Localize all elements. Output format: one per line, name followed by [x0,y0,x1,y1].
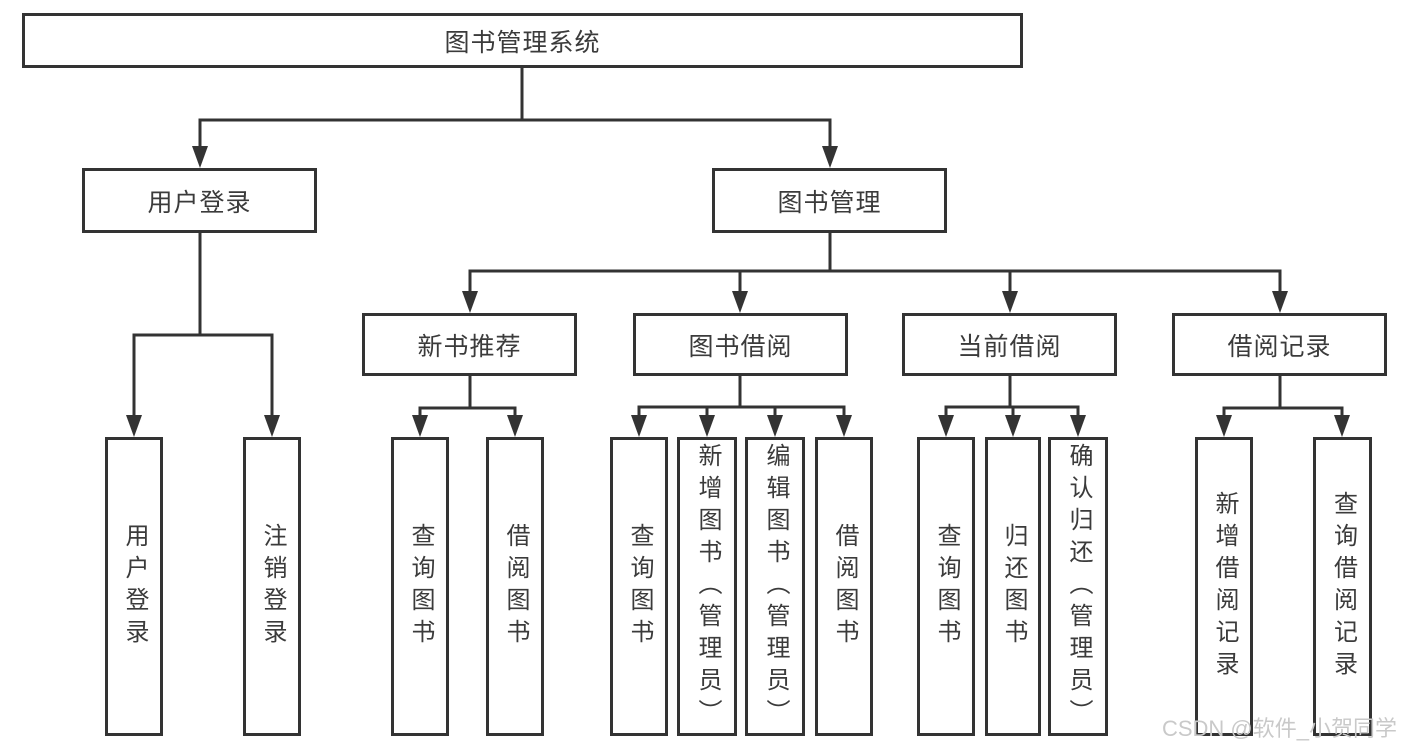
node-root-library-management-system: 图书管理系统 [22,13,1023,68]
node-user-login-group: 用户登录 [82,168,317,233]
leaf-bb-edit-books-admin: 编辑图书（管理员） [745,437,805,736]
leaf-br-query-record: 查询借阅记录 [1313,437,1372,736]
edge-book-borrow-children [631,376,852,437]
leaf-cb-return-books-label: 归还图书 [1000,522,1027,651]
leaf-cb-confirm-return-admin-label: 确认归还（管理员） [1065,442,1092,731]
leaf-logout-label: 注销登录 [259,522,286,651]
leaf-rec-query-books: 查询图书 [391,437,449,736]
leaf-bb-add-books-admin: 新增图书（管理员） [677,437,737,736]
leaf-cb-query-books-label: 查询图书 [933,522,960,651]
leaf-bb-add-books-admin-label: 新增图书（管理员） [694,442,721,731]
leaf-cb-query-books: 查询图书 [917,437,975,736]
node-current-borrowing: 当前借阅 [902,313,1117,376]
node-new-book-recommend: 新书推荐 [362,313,577,376]
leaf-rec-borrow-books-label: 借阅图书 [502,522,529,651]
leaf-cb-return-books: 归还图书 [985,437,1041,736]
leaf-bb-borrow-books: 借阅图书 [815,437,873,736]
edge-new-book-rec-children [412,376,523,437]
leaf-user-login-label: 用户登录 [121,522,148,651]
leaf-user-login: 用户登录 [105,437,163,736]
csdn-watermark: CSDN @软件_小贺同学 [1161,716,1397,741]
leaf-br-add-record: 新增借阅记录 [1195,437,1253,736]
leaf-bb-query-books: 查询图书 [610,437,668,736]
edge-current-borrow-children [938,376,1086,437]
edge-borrow-records-children [1216,376,1350,437]
leaf-logout: 注销登录 [243,437,301,736]
edge-user-login-children [126,233,280,437]
leaf-bb-edit-books-admin-label: 编辑图书（管理员） [762,442,789,731]
leaf-rec-query-books-label: 查询图书 [407,522,434,651]
leaf-bb-borrow-books-label: 借阅图书 [831,522,858,651]
node-borrow-records: 借阅记录 [1172,313,1387,376]
edge-root-to-level2 [192,68,838,168]
node-book-management-group: 图书管理 [712,168,947,233]
leaf-bb-query-books-label: 查询图书 [626,522,653,651]
leaf-br-query-record-label: 查询借阅记录 [1329,490,1357,683]
edge-book-mgmt-children [462,233,1288,313]
leaf-br-add-record-label: 新增借阅记录 [1211,490,1238,683]
leaf-rec-borrow-books: 借阅图书 [486,437,544,736]
leaf-cb-confirm-return-admin: 确认归还（管理员） [1048,437,1108,736]
node-book-borrowing: 图书借阅 [633,313,848,376]
